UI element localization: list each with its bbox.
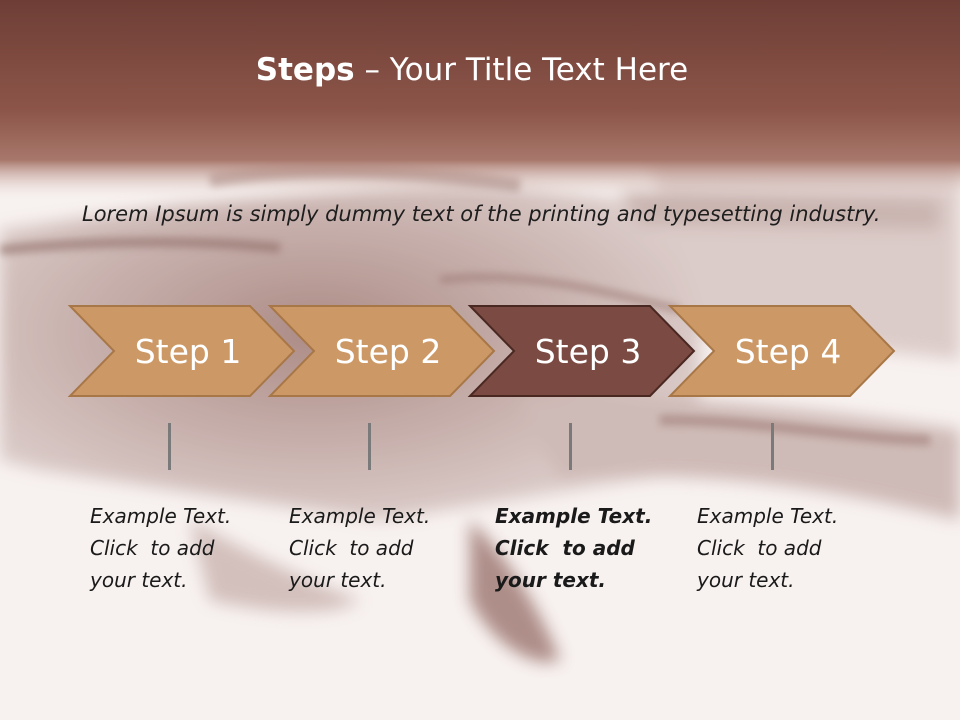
step-chevron-2[interactable]: Step 2 (267, 305, 496, 397)
note-line: Click to add (90, 536, 215, 560)
step-label: Step 3 (535, 332, 642, 371)
step-connector-4 (771, 423, 774, 470)
note-line: your text. (495, 568, 607, 592)
step-connector-3 (569, 423, 572, 470)
step-connector-1 (168, 423, 171, 470)
note-line: Example Text. (697, 504, 839, 528)
step-note-1[interactable]: Example Text. Click to add your text. (90, 500, 265, 596)
step-shape (267, 305, 496, 397)
step-label: Step 1 (135, 332, 242, 371)
title-bold: Steps (255, 52, 355, 88)
note-line: Example Text. (289, 504, 431, 528)
note-line: Example Text. (495, 504, 653, 528)
step-chevron-1[interactable]: Step 1 (67, 305, 296, 397)
step-chevron-3[interactable]: Step 3 (467, 305, 696, 397)
intro-text[interactable]: Lorem Ipsum is simply dummy text of the … (82, 202, 881, 226)
step-shape (667, 305, 896, 397)
note-line: Click to add (289, 536, 414, 560)
step-note-3[interactable]: Example Text. Click to add your text. (495, 500, 670, 596)
step-shape (467, 305, 696, 397)
step-note-4[interactable]: Example Text. Click to add your text. (697, 500, 872, 596)
title-rest: – Your Title Text Here (354, 52, 689, 88)
slide-title[interactable]: Steps – Your Title Text Here (0, 52, 944, 88)
note-line: your text. (289, 568, 387, 592)
note-line: your text. (90, 568, 188, 592)
step-connector-2 (368, 423, 371, 470)
step-label: Step 4 (735, 332, 842, 371)
note-line: Click to add (495, 536, 635, 560)
step-chevron-4[interactable]: Step 4 (667, 305, 896, 397)
step-note-2[interactable]: Example Text. Click to add your text. (289, 500, 464, 596)
step-shape (67, 305, 296, 397)
note-line: Example Text. (90, 504, 232, 528)
note-line: Click to add (697, 536, 822, 560)
step-label: Step 2 (335, 332, 442, 371)
note-line: your text. (697, 568, 795, 592)
